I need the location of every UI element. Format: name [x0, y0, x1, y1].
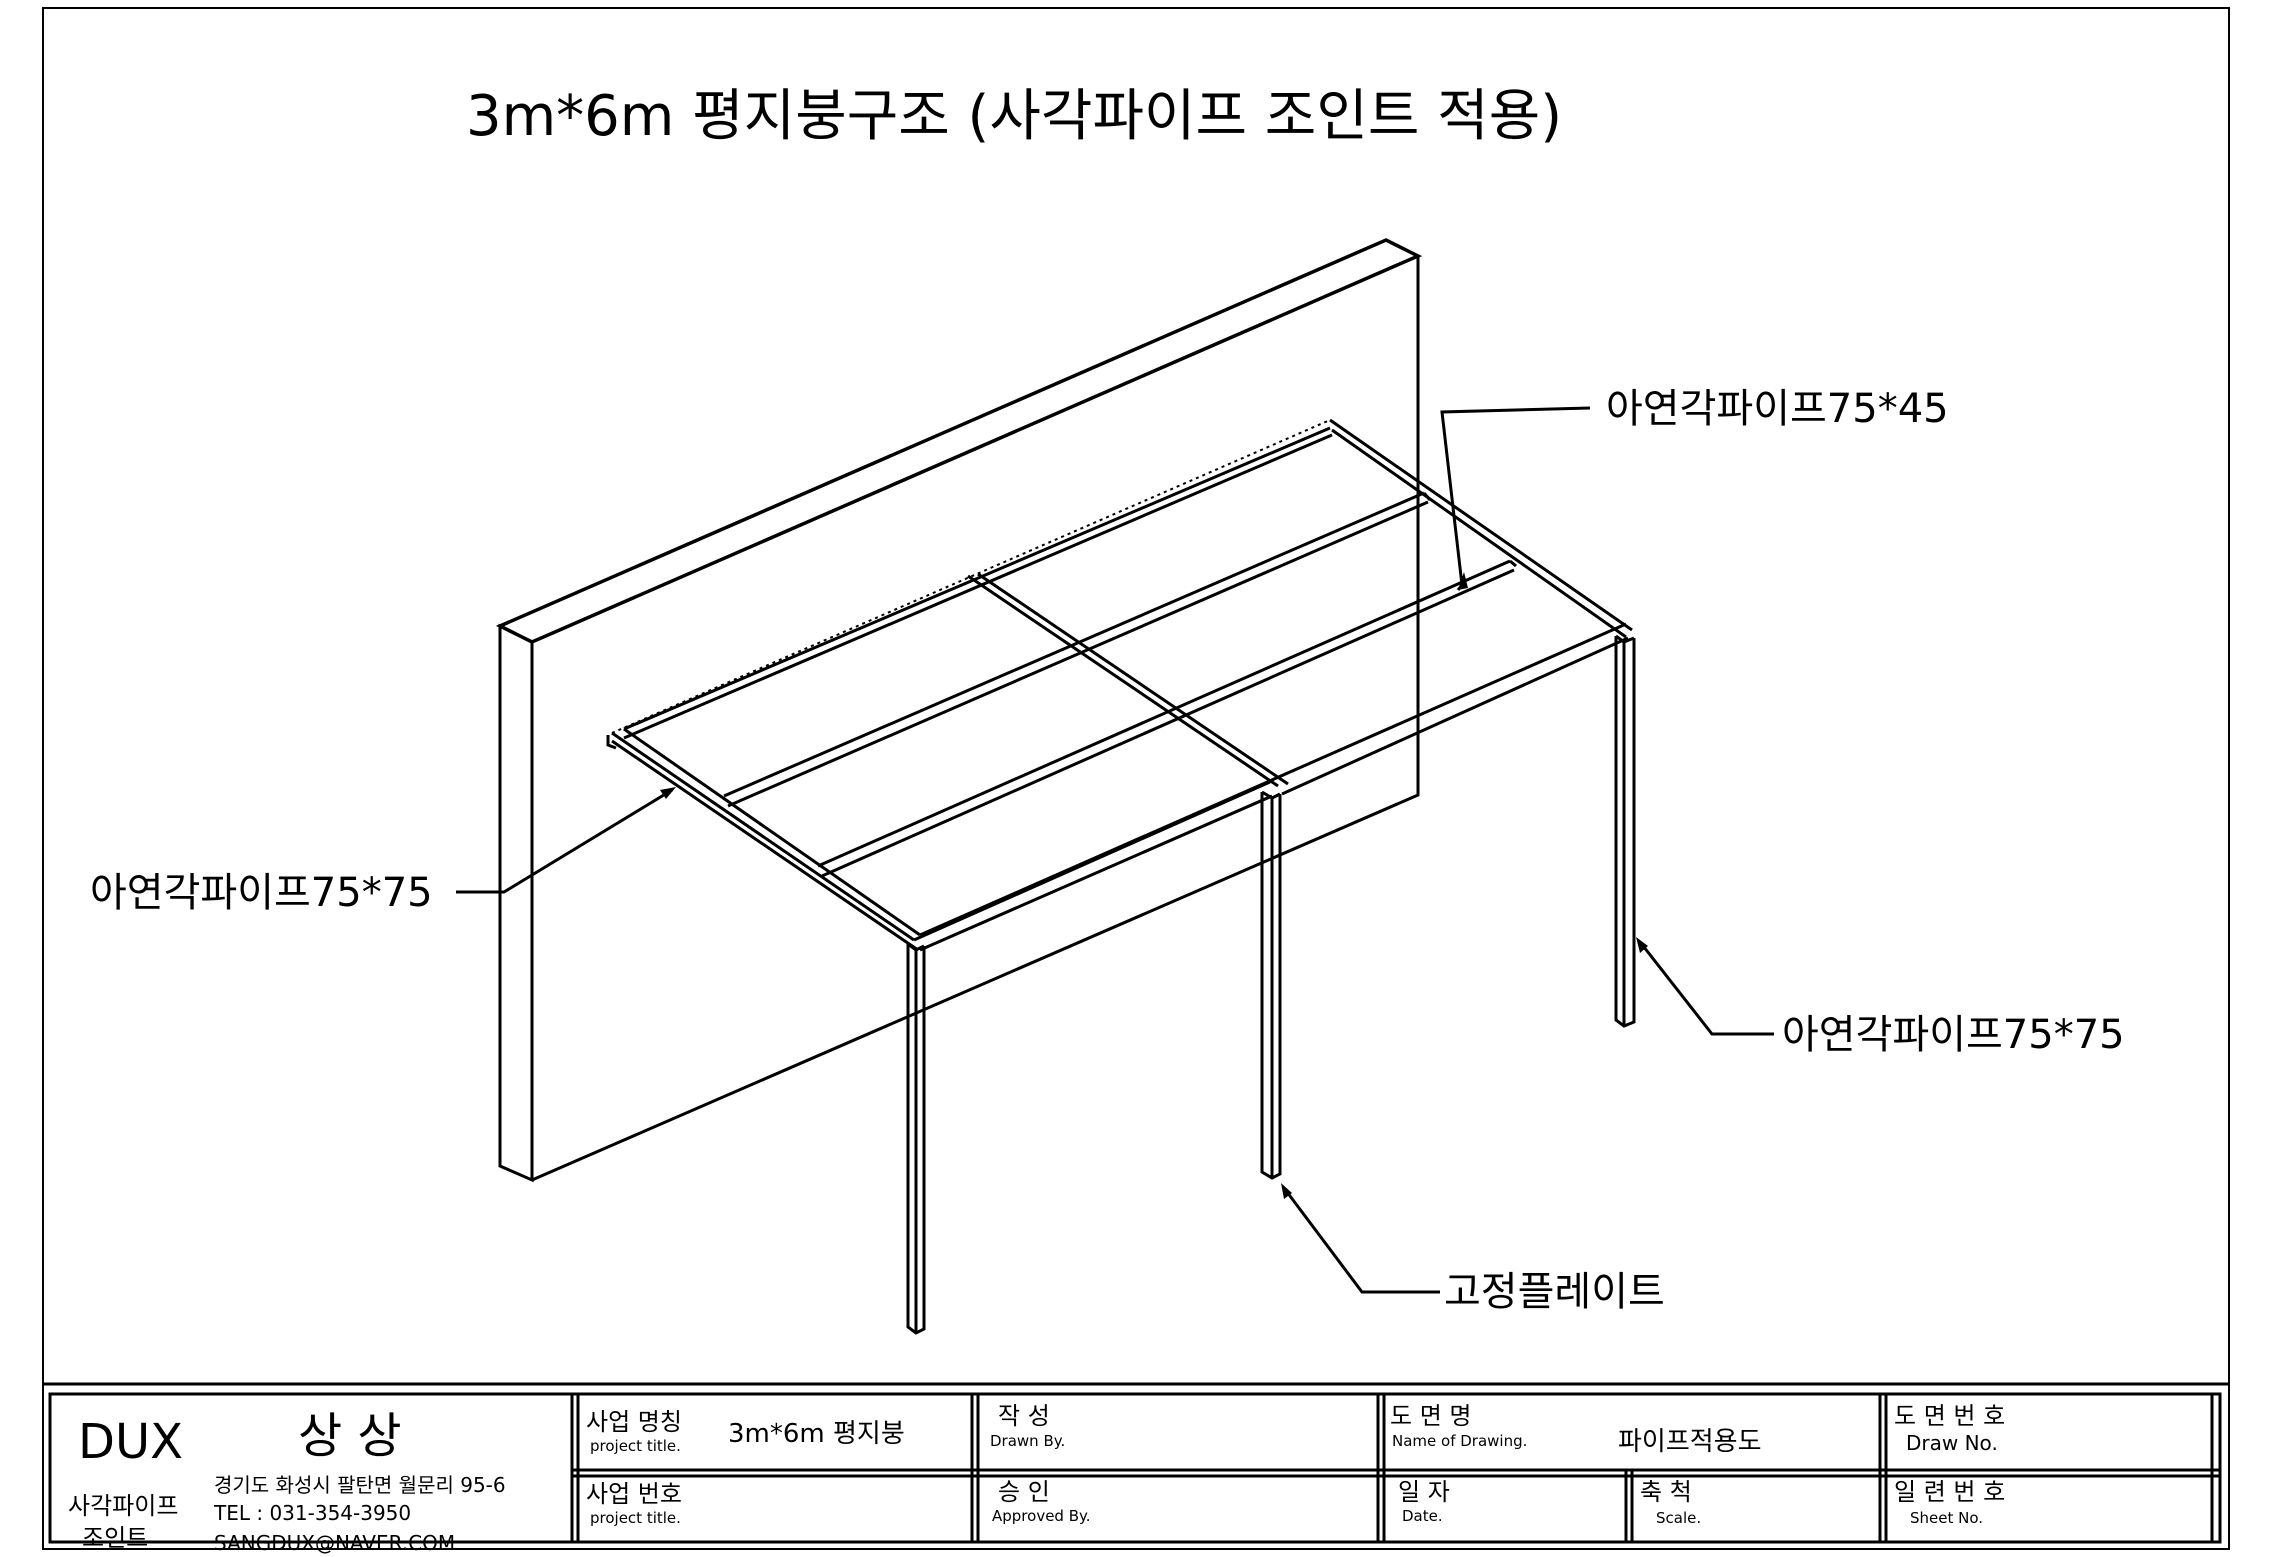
- project-name-value: 3m*6m 평지붕: [728, 1419, 905, 1449]
- approved-by-label: 승 인: [998, 1478, 1050, 1506]
- drawing-name-label: 도 면 명: [1390, 1402, 1472, 1430]
- drawing-no-label: 도 면 번 호: [1894, 1402, 2005, 1430]
- wall: [495, 238, 1423, 1183]
- company-sub-line1: 사각파이프: [68, 1492, 178, 1520]
- company-sub-line2: 조인트: [82, 1524, 148, 1552]
- date-label-en: Date.: [1402, 1507, 1443, 1525]
- sheet-no-label-en: Sheet No.: [1910, 1509, 1983, 1527]
- label-fixing-plate: 고정플레이트: [1444, 1269, 1665, 1315]
- project-name-label: 사업 명칭: [586, 1408, 682, 1436]
- company-tel: TEL : 031-354-3950: [213, 1501, 411, 1525]
- date-label: 일 자: [1398, 1478, 1450, 1506]
- drawing-name-label-en: Name of Drawing.: [1392, 1432, 1527, 1450]
- post-right: [1614, 634, 1636, 1028]
- leader-left: [456, 787, 676, 894]
- post-front-left: [906, 942, 926, 1335]
- sheet-no-label: 일 련 번 호: [1894, 1478, 2005, 1506]
- drawn-by-label: 작 성: [998, 1402, 1050, 1430]
- label-pipe-75x45: 아연각파이프75*45: [1606, 386, 1949, 432]
- post-middle: [1260, 790, 1282, 1180]
- drawing-title: 3m*6m 평지붕구조 (사각파이프 조인트 적용): [466, 84, 1562, 149]
- scale-label: 축 척: [1640, 1478, 1692, 1506]
- drawing-name-value: 파이프적용도: [1618, 1427, 1762, 1457]
- label-pipe-75x75-left: 아연각파이프75*75: [90, 870, 433, 916]
- sheet-border: [42, 7, 2230, 1550]
- approved-by-label-en: Approved By.: [992, 1507, 1091, 1525]
- drawing-no-label-en: Draw No.: [1906, 1431, 1998, 1455]
- project-no-label: 사업 번호: [586, 1480, 682, 1508]
- company-email: SANGDUX@NAVER.COM: [214, 1531, 455, 1555]
- roof-frame: [606, 418, 1633, 952]
- label-pipe-75x75-right: 아연각파이프75*75: [1782, 1012, 2125, 1058]
- scale-label-en: Scale.: [1656, 1509, 1701, 1527]
- company-name: 상 상: [298, 1408, 402, 1464]
- project-name-label-en: project title.: [590, 1437, 681, 1455]
- leader-top-right: [1440, 406, 1591, 591]
- company-brand: DUX: [78, 1414, 183, 1470]
- leader-right: [1636, 937, 1774, 1036]
- company-address: 경기도 화성시 팔탄면 월문리 95-6: [214, 1473, 506, 1497]
- project-no-label-en: project title.: [590, 1509, 681, 1527]
- title-block: [43, 1382, 2229, 1544]
- drawn-by-label-en: Drawn By.: [990, 1432, 1065, 1450]
- leader-bottom: [1281, 1183, 1440, 1294]
